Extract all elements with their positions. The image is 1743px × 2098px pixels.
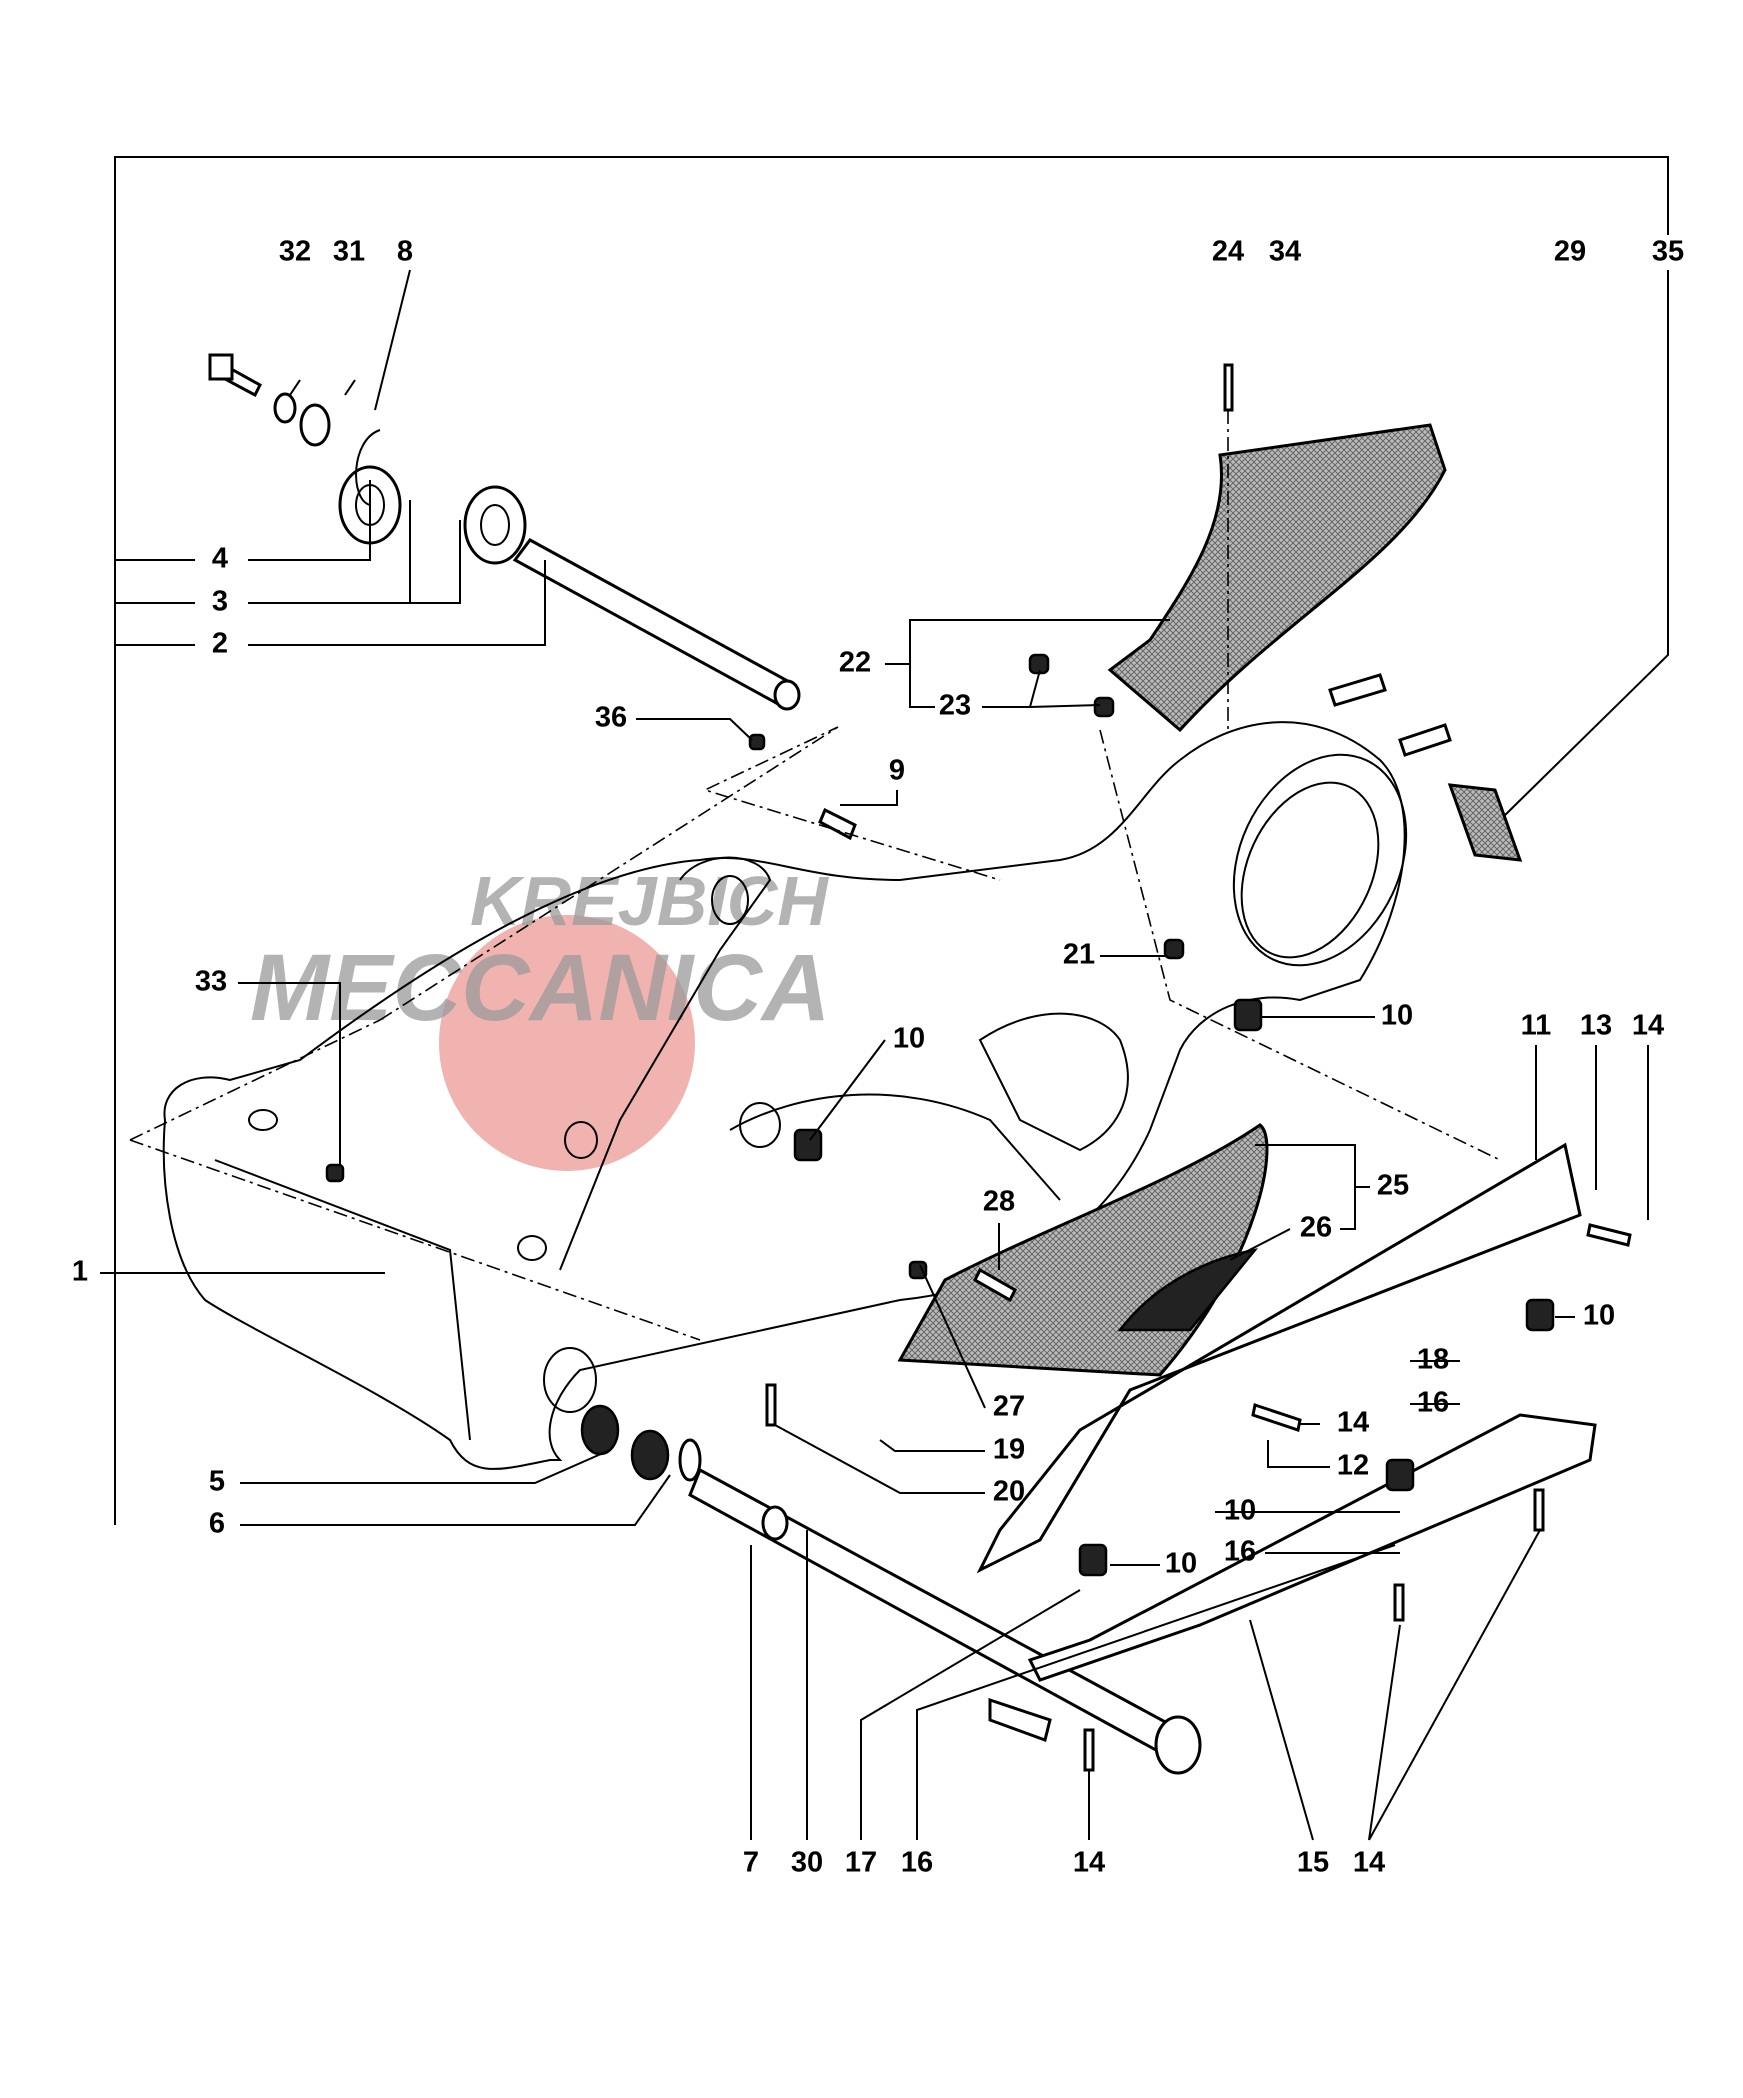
callout-10: 10 [893,1023,925,1055]
callout-7: 7 [743,1847,759,1879]
callout-18: 18 [1417,1344,1449,1376]
callout-20: 20 [993,1476,1025,1508]
chain-guard-25 [897,1123,1269,1377]
callout-12: 12 [1337,1450,1369,1482]
callout-31: 31 [333,236,365,268]
callout-14: 14 [1353,1847,1385,1879]
slider-15 [1027,1413,1597,1682]
callout-21: 21 [1063,939,1095,971]
callout-27: 27 [993,1391,1025,1423]
callout-36: 36 [595,702,627,734]
callout-33: 33 [195,966,227,998]
watermark-line1: KREJBICH [470,862,829,940]
callout-30: 30 [791,1847,823,1879]
callout-29: 29 [1554,236,1586,268]
callout-28: 28 [983,1186,1015,1218]
assembly-bracket [114,156,1669,1525]
watermark-logo: KREJBICH MECCANICA [250,862,831,1171]
callout-19: 19 [993,1434,1025,1466]
callout-1: 1 [72,1256,88,1288]
bolts [765,363,1632,1772]
callout-11: 11 [1521,1010,1552,1042]
callout-14: 14 [1632,1010,1664,1042]
callout-22: 22 [839,647,871,679]
callout-15: 15 [1297,1847,1329,1879]
callout-35: 35 [1652,236,1684,268]
sticker-35 [1447,783,1523,862]
callout-10: 10 [1583,1300,1615,1332]
callout-26: 26 [1300,1212,1332,1244]
chain-guard-22 [1107,423,1447,733]
callout-32: 32 [279,236,311,268]
shaft-2 [208,353,801,711]
bracket-leader [1499,270,1669,821]
callout-5: 5 [209,1466,225,1498]
assembly-lines [129,410,1501,1341]
callout-6: 6 [209,1508,225,1540]
callout-10: 10 [1165,1548,1197,1580]
callout-34: 34 [1269,236,1301,268]
callout-3: 3 [212,586,228,618]
callout-10: 10 [1224,1495,1256,1527]
callout-14: 14 [1073,1847,1105,1879]
shaft-30 [580,1404,1202,1775]
callout-labels: 32 31 8 24 34 29 35 4 3 2 22 23 36 9 21 … [72,236,1684,1879]
callout-16: 16 [1417,1387,1449,1419]
callout-24: 24 [1212,236,1244,268]
callout-13: 13 [1580,1010,1612,1042]
callout-16: 16 [901,1847,933,1879]
chain-guard-11 [976,1142,1582,1574]
callout-25: 25 [1377,1170,1409,1202]
leader-lines [100,269,1649,1841]
bushings-10 [325,653,1555,1577]
callout-23: 23 [939,690,971,722]
callout-16: 16 [1224,1536,1256,1568]
callout-14: 14 [1337,1407,1369,1439]
callout-9: 9 [889,755,905,787]
callout-4: 4 [212,543,228,575]
slider-tab [988,1697,1052,1742]
callout-10: 10 [1381,1000,1413,1032]
callout-8: 8 [397,236,413,268]
swingarm [162,721,1408,1470]
callout-2: 2 [212,628,228,660]
watermark-line2: MECCANICA [250,935,831,1041]
pad-26 [1117,1248,1259,1332]
callout-17: 17 [845,1847,877,1879]
